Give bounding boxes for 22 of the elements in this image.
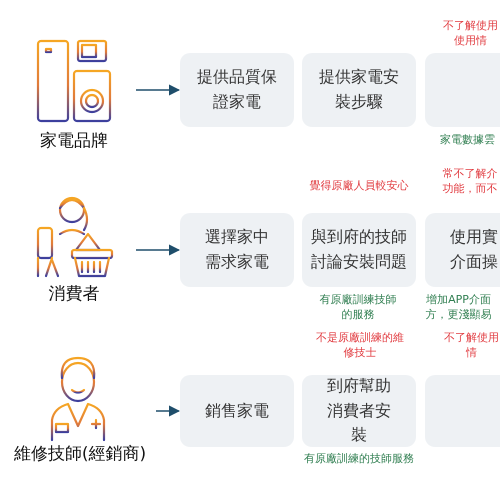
pain-point-note: 常不了解介功能，而不 xyxy=(442,167,498,197)
step-box: 與到府的技師討論安裝問題 xyxy=(302,213,416,287)
actor-label: 消費者 xyxy=(48,283,100,305)
step-box: 提供品質保證家電 xyxy=(180,53,294,127)
step-box: 選擇家中需求家電 xyxy=(180,213,294,287)
arrow xyxy=(156,405,180,417)
benefit-note: 有原廠訓練的技師服務 xyxy=(303,452,415,467)
benefit-note: 家電數據雲 xyxy=(439,133,496,148)
arrow xyxy=(136,84,180,96)
step-box: 銷售家電 xyxy=(180,375,294,447)
pain-point-note: 不是原廠訓練的維修技士 xyxy=(315,331,405,361)
step-box: 使用實介面操 xyxy=(425,213,500,287)
pain-point-note: 覺得原廠人員較安心 xyxy=(308,179,410,194)
step-box: 提供家電安裝步驟 xyxy=(302,53,416,127)
pain-point-note: 不了解使用情 xyxy=(443,331,500,361)
benefit-note: 有原廠訓練技師的服務 xyxy=(318,293,398,323)
actor-label: 家電品牌 xyxy=(40,130,108,152)
step-box: 到府幫助消費者安裝 xyxy=(302,375,416,447)
benefit-note: 增加APP介面方，更淺顯易 xyxy=(424,293,492,323)
arrow xyxy=(136,244,180,256)
pain-point-note: 不了解使用使用情 xyxy=(442,19,499,49)
actor-label: 維修技師(經銷商) xyxy=(14,443,146,465)
